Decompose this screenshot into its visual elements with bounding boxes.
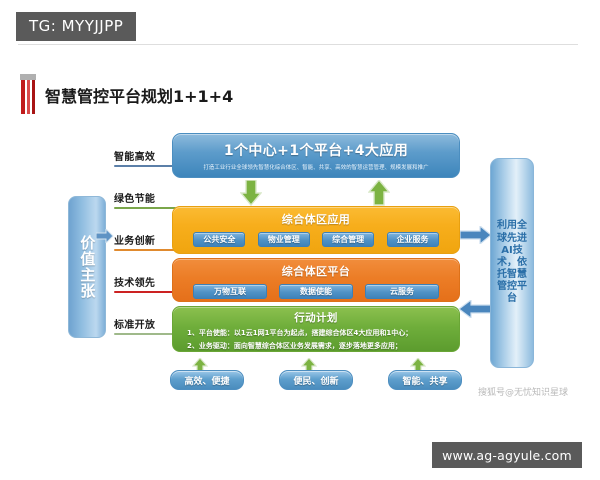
value-prop-underline <box>114 207 176 209</box>
platform-chip[interactable]: 万物互联 <box>193 284 267 299</box>
action-plan-card: 行动计划 1、平台使能：以1云1网1平台为起点，搭建综合体区4大应用和1中心； … <box>172 306 460 352</box>
value-prop-underline <box>114 333 176 335</box>
sohu-watermark: 搜狐号@无忧知识星球 <box>478 388 569 398</box>
value-proposition-pillar: 价值主张 <box>68 196 106 338</box>
value-prop-label: 业务创新 <box>114 236 156 247</box>
arrow-left-icon <box>458 298 493 322</box>
value-prop-underline <box>114 291 176 293</box>
value-prop-label: 技术领先 <box>114 278 156 289</box>
arrow-down-icon <box>240 180 262 206</box>
value-prop-item: 业务创新 <box>114 232 176 251</box>
platform-chip-row: 万物互联 数据使能 云服务 <box>173 284 459 299</box>
application-layer-title: 综合体区应用 <box>281 213 351 226</box>
arrow-right-icon <box>95 227 114 247</box>
arrow-right-icon <box>459 224 492 248</box>
app-chip[interactable]: 综合管理 <box>322 232 375 247</box>
platform-chip[interactable]: 数据使能 <box>279 284 353 299</box>
application-chip-row: 公共安全 物业管理 综合管理 企业服务 <box>173 232 459 247</box>
center-stack: 1个中心+1个平台+4大应用 打造工业行业全球领先智慧化综合体区、智能、共享、高… <box>172 133 460 352</box>
vision-card: 1个中心+1个平台+4大应用 打造工业行业全球领先智慧化综合体区、智能、共享、高… <box>172 133 460 178</box>
application-layer-card: 综合体区应用 公共安全 物业管理 综合管理 企业服务 <box>172 206 460 254</box>
tg-tag: TG: MYYJJPP <box>16 12 137 41</box>
action-plan-line: 2、业务驱动：面向智慧综合体区业务发展需求，逐步落地更多应用； <box>187 342 402 350</box>
value-pillar-label: 价值主张 <box>78 235 97 299</box>
action-plan-title: 行动计划 <box>294 312 338 324</box>
value-prop-item: 标准开放 <box>114 316 176 335</box>
flow-arrows <box>172 178 460 206</box>
slide-heading: 智慧管控平台规划1+1+4 <box>20 72 580 114</box>
enabler-pillar-label: 利用全球先进AI技术，依托智慧管控平台 <box>497 220 527 305</box>
enabler-pillar: 利用全球先进AI技术，依托智慧管控平台 <box>490 158 534 368</box>
page-title: 智慧管控平台规划1+1+4 <box>45 87 234 106</box>
arrow-up-icon <box>368 180 390 206</box>
value-prop-item: 智能高效 <box>114 148 176 167</box>
value-prop-underline <box>114 249 176 251</box>
platform-layer-card: 综合体区平台 万物互联 数据使能 云服务 <box>172 258 460 302</box>
outcome-badge[interactable]: 便民、创新 <box>279 370 353 390</box>
platform-layer-title: 综合体区平台 <box>281 265 351 278</box>
vision-title: 1个中心+1个平台+4大应用 <box>223 143 409 159</box>
heading-bar-icon <box>20 74 36 114</box>
platform-chip[interactable]: 云服务 <box>365 284 439 299</box>
outcome-badge-row: 高效、便捷 便民、创新 智能、共享 <box>170 357 462 396</box>
outcome-badge[interactable]: 高效、便捷 <box>170 370 244 390</box>
heading-divider <box>18 44 578 45</box>
app-chip[interactable]: 企业服务 <box>386 232 439 247</box>
action-plan-line: 1、平台使能：以1云1网1平台为起点，搭建综合体区4大应用和1中心； <box>187 329 413 337</box>
value-prop-item: 技术领先 <box>114 274 176 293</box>
value-prop-item: 绿色节能 <box>114 190 176 209</box>
value-prop-label: 绿色节能 <box>114 194 156 205</box>
app-chip[interactable]: 物业管理 <box>257 232 310 247</box>
value-prop-underline <box>114 165 176 167</box>
value-prop-label: 标准开放 <box>114 320 156 331</box>
vision-subtitle: 打造工业行业全球领先智慧化综合体区、智能、共享、高效的智慧运营管理、规模发展和推… <box>203 165 429 171</box>
app-chip[interactable]: 公共安全 <box>193 232 246 247</box>
url-watermark: www.ag-agyule.com <box>432 442 582 468</box>
value-prop-label: 智能高效 <box>114 152 156 163</box>
value-prop-list: 智能高效 绿色节能 业务创新 技术领先 标准开放 <box>114 148 176 348</box>
outcome-badge[interactable]: 智能、共享 <box>388 370 462 390</box>
